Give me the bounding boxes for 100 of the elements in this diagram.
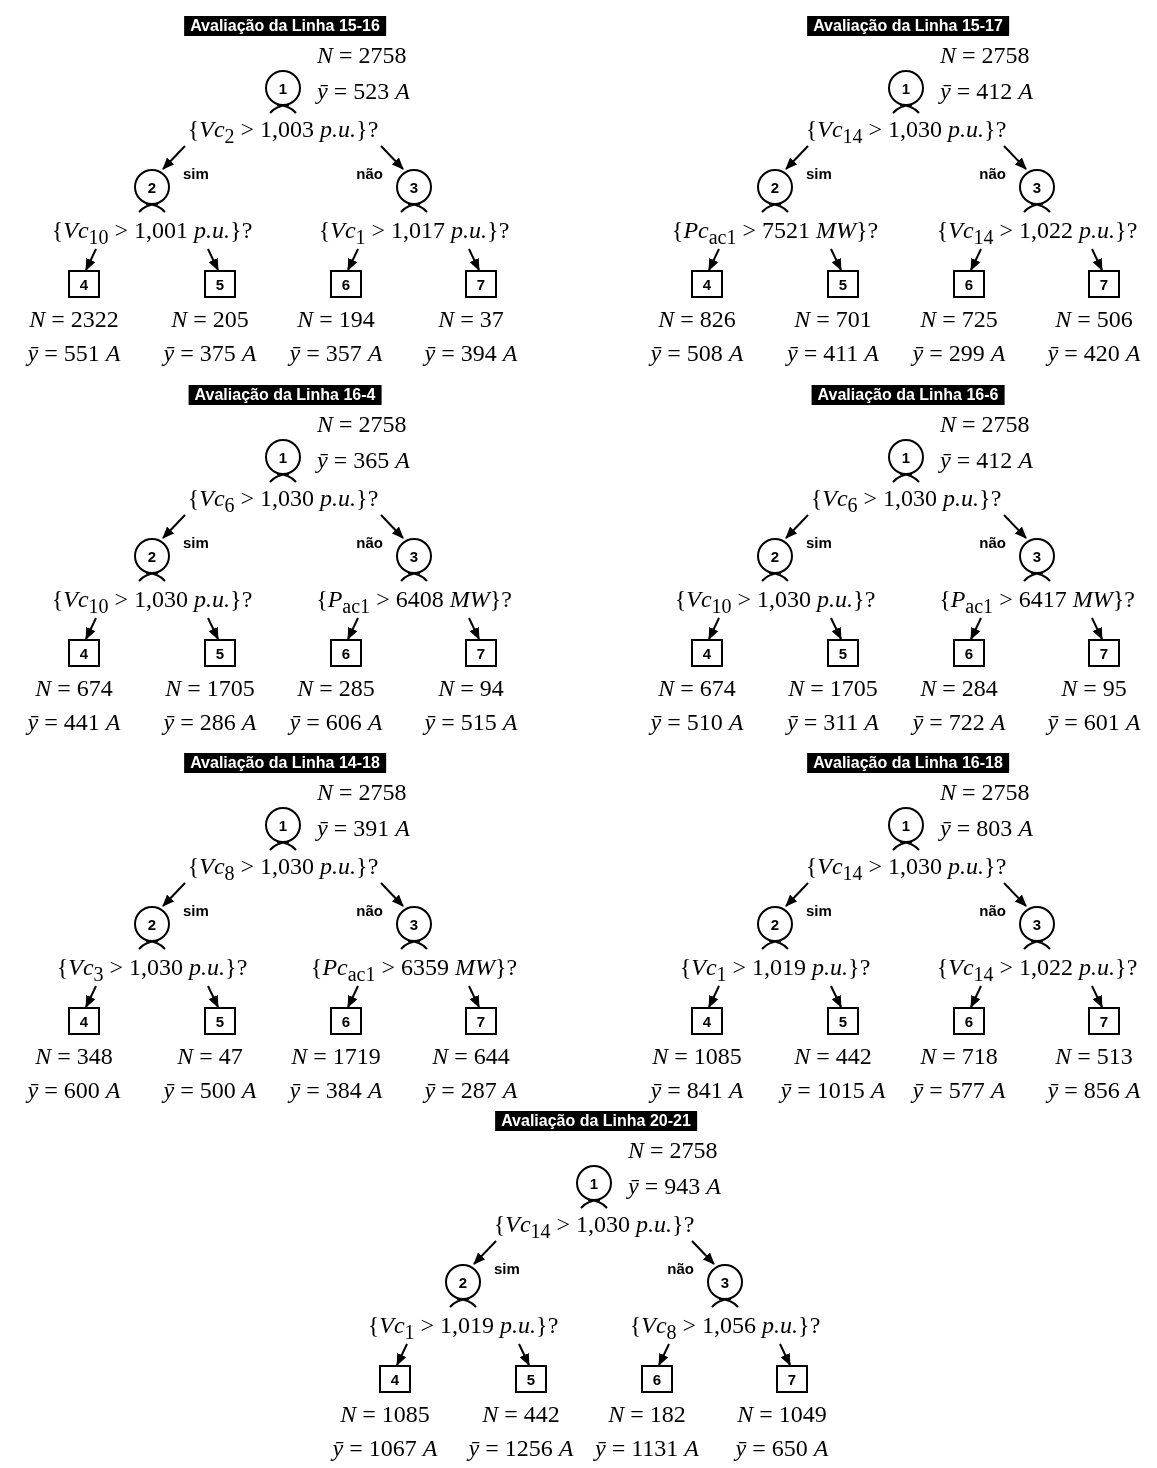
node-statistic: N = 284 xyxy=(919,674,999,703)
arrow xyxy=(830,985,842,1008)
arrow xyxy=(708,248,720,271)
leaf-box: 7 xyxy=(776,1365,808,1393)
node-circle: 2 xyxy=(134,906,170,942)
split-condition: {Vc$_{6}$ > 1,030 p.u.}? xyxy=(186,484,380,518)
node-circle: 1 xyxy=(576,1165,612,1201)
node-statistic: N = 47 xyxy=(176,1042,244,1071)
arrow xyxy=(970,985,982,1008)
leaf-box: 7 xyxy=(1088,1007,1120,1035)
arrow xyxy=(1003,882,1027,907)
node-circle: 2 xyxy=(757,538,793,574)
title-band: Avaliação da Linha 14-18 xyxy=(184,753,386,773)
title-band: Avaliação da Linha 15-17 xyxy=(807,16,1009,36)
split-condition: {Vc$_{14}$ > 1,022 p.u.}? xyxy=(935,216,1139,250)
node-circle: 2 xyxy=(134,169,170,205)
leaf-box: 4 xyxy=(691,639,723,667)
node-statistic: N = 1705 xyxy=(164,674,256,703)
leaf-box: 7 xyxy=(465,270,497,298)
split-condition: {Pc$_{ac1}$ > 6359 MW}? xyxy=(309,953,519,987)
node-statistic: ȳ = 1067 A xyxy=(329,1434,439,1463)
node-statistic: ȳ = 510 A xyxy=(647,708,745,737)
leaf-box: 7 xyxy=(465,1007,497,1035)
split-condition: {P$_{ac1}$ > 6408 MW}? xyxy=(315,585,513,619)
arrow xyxy=(830,248,842,271)
node-statistic: N = 674 xyxy=(657,674,737,703)
node-statistic: N = 205 xyxy=(170,305,250,334)
split-condition: {Vc$_{14}$ > 1,030 p.u.}? xyxy=(804,852,1008,886)
node-statistic: ȳ = 508 A xyxy=(647,339,745,368)
node-statistic: ȳ = 841 A xyxy=(647,1076,745,1105)
arrow xyxy=(207,248,219,271)
node-circle: 1 xyxy=(888,439,924,475)
node-statistic: N = 94 xyxy=(437,674,505,703)
leaf-box: 5 xyxy=(827,270,859,298)
leaf-box: 4 xyxy=(691,270,723,298)
arrow xyxy=(347,617,359,640)
node-statistic: N = 2758 xyxy=(317,778,407,807)
node-circle: 2 xyxy=(757,169,793,205)
arrow xyxy=(347,248,359,271)
node-statistic: N = 513 xyxy=(1054,1042,1134,1071)
node-statistic: N = 2758 xyxy=(940,778,1030,807)
node-statistic: ȳ = 856 A xyxy=(1044,1076,1142,1105)
node-statistic: ȳ = 311 A xyxy=(784,708,880,737)
leaf-box: 4 xyxy=(691,1007,723,1035)
arrow xyxy=(785,882,809,907)
node-circle: 1 xyxy=(265,70,301,106)
node-statistic: ȳ = 650 A xyxy=(732,1434,830,1463)
node-circle: 1 xyxy=(265,439,301,475)
node-statistic: N = 644 xyxy=(431,1042,511,1071)
split-condition: {Pc$_{ac1}$ > 7521 MW}? xyxy=(670,216,880,250)
leaf-box: 5 xyxy=(204,639,236,667)
node-statistic: ȳ = 365 A xyxy=(317,446,410,475)
arrow xyxy=(380,514,404,539)
leaf-box: 6 xyxy=(953,639,985,667)
arrow xyxy=(518,1343,530,1366)
arrow xyxy=(1003,145,1027,170)
node-statistic: N = 182 xyxy=(607,1400,687,1429)
leaf-box: 5 xyxy=(204,270,236,298)
node-statistic: N = 285 xyxy=(296,674,376,703)
leaf-box: 5 xyxy=(515,1365,547,1393)
leaf-box: 7 xyxy=(1088,270,1120,298)
arrow xyxy=(691,1240,715,1265)
node-statistic: N = 95 xyxy=(1060,674,1128,703)
node-statistic: ȳ = 551 A xyxy=(24,339,122,368)
node-statistic: ȳ = 1256 A xyxy=(465,1434,575,1463)
title-band: Avaliação da Linha 16-6 xyxy=(811,385,1005,405)
arrow xyxy=(1091,985,1103,1008)
arrow xyxy=(785,145,809,170)
node-statistic: N = 348 xyxy=(34,1042,114,1071)
node-statistic: ȳ = 600 A xyxy=(24,1076,122,1105)
node-statistic: N = 2758 xyxy=(317,41,407,70)
node-circle: 2 xyxy=(445,1264,481,1300)
node-statistic: N = 506 xyxy=(1054,305,1134,334)
node-statistic: N = 37 xyxy=(437,305,505,334)
node-circle: 2 xyxy=(757,906,793,942)
arrow xyxy=(1003,514,1027,539)
arrow xyxy=(207,985,219,1008)
split-condition: {Vc$_{6}$ > 1,030 p.u.}? xyxy=(809,484,1003,518)
node-statistic: ȳ = 803 A xyxy=(940,814,1033,843)
arrow xyxy=(1091,617,1103,640)
node-statistic: ȳ = 287 A xyxy=(421,1076,519,1105)
node-statistic: ȳ = 384 A xyxy=(286,1076,384,1105)
node-statistic: ȳ = 722 A xyxy=(909,708,1007,737)
leaf-box: 4 xyxy=(68,639,100,667)
arrow xyxy=(1091,248,1103,271)
split-condition: {P$_{ac1}$ > 6417 MW}? xyxy=(938,585,1136,619)
node-statistic: ȳ = 523 A xyxy=(317,77,410,106)
node-statistic: N = 1049 xyxy=(736,1400,828,1429)
node-statistic: ȳ = 601 A xyxy=(1044,708,1142,737)
node-circle: 1 xyxy=(888,70,924,106)
node-statistic: N = 442 xyxy=(481,1400,561,1429)
node-statistic: ȳ = 577 A xyxy=(909,1076,1007,1105)
node-statistic: ȳ = 606 A xyxy=(286,708,384,737)
node-statistic: N = 1705 xyxy=(787,674,879,703)
node-statistic: ȳ = 420 A xyxy=(1044,339,1142,368)
node-statistic: ȳ = 299 A xyxy=(909,339,1007,368)
split-condition: {Vc$_{8}$ > 1,030 p.u.}? xyxy=(186,852,380,886)
node-statistic: N = 701 xyxy=(793,305,873,334)
arrow xyxy=(468,248,480,271)
leaf-box: 5 xyxy=(204,1007,236,1035)
